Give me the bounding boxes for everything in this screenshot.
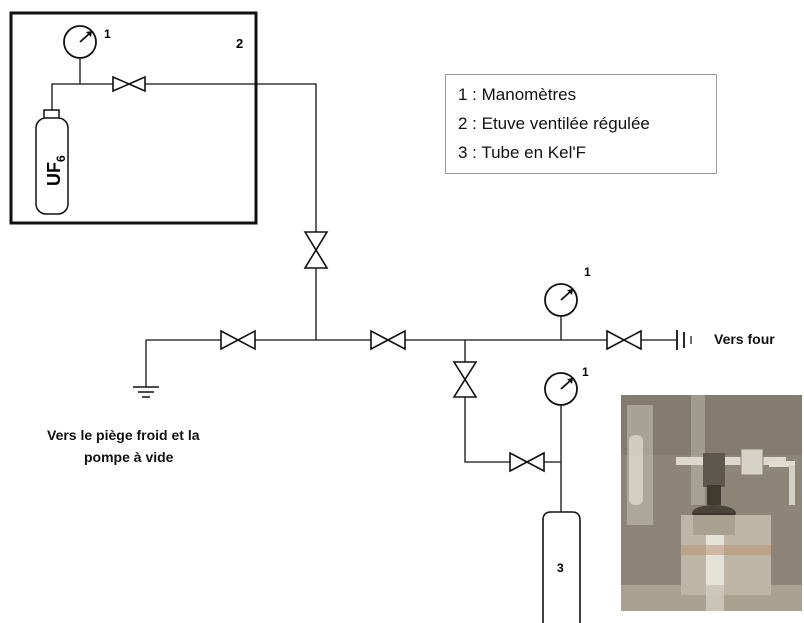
pressure-gauge-icon — [545, 373, 577, 405]
valve-icon — [607, 331, 641, 349]
legend-item-oven: 2 : Etuve ventilée régulée — [458, 114, 650, 134]
gauge-number-label: 1 — [104, 27, 111, 41]
legend: 1 : Manomètres 2 : Etuve ventilée régulé… — [445, 74, 717, 174]
valve-icon — [371, 331, 405, 349]
line-end-cap-icon — [677, 330, 691, 350]
to-oven-label: Vers four — [714, 331, 775, 347]
valve-icon — [510, 453, 544, 471]
valve-icon — [454, 362, 476, 397]
tube-number-label: 3 — [557, 561, 564, 575]
to-trap-label-line1: Vers le piège froid et la — [47, 427, 200, 443]
ground-icon — [133, 387, 159, 397]
oven-number-label: 2 — [236, 36, 243, 51]
valve-icon — [113, 77, 145, 91]
gauge-number-label: 1 — [584, 265, 591, 279]
pressure-gauge-icon — [64, 26, 96, 58]
valve-icon — [305, 232, 327, 268]
valve-icon — [221, 331, 255, 349]
pressure-gauge-icon — [545, 284, 577, 316]
legend-item-tube: 3 : Tube en Kel'F — [458, 143, 586, 163]
apparatus-photo — [621, 395, 802, 611]
apparatus-photo-drawing — [621, 395, 802, 611]
legend-item-gauges: 1 : Manomètres — [458, 85, 576, 105]
gauge-number-label: 1 — [582, 365, 589, 379]
to-trap-label-line2: pompe à vide — [84, 449, 173, 465]
